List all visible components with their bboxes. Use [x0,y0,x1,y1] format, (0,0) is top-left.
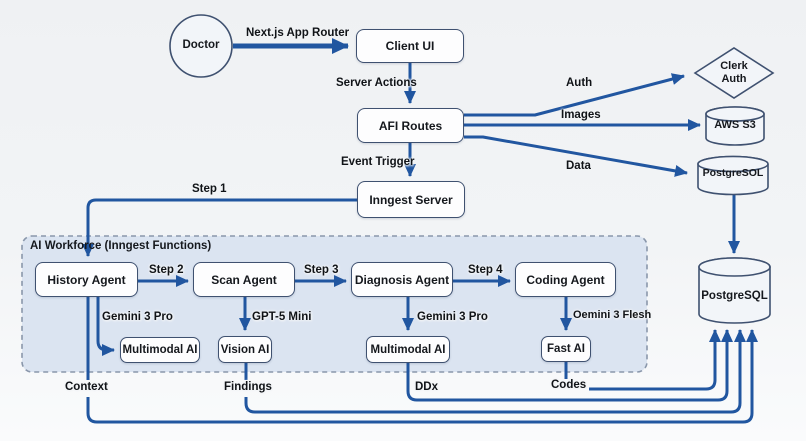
edge-history-to-multimodal-ai-1 [96,297,115,356]
node-diagnosis-agent: Diagnosis Agent [351,262,453,297]
edge-label-data: Data [566,160,591,172]
ai-workforce-title: AI Workforce (Inngest Functions) [30,240,212,252]
node-history-agent: History Agent [35,262,138,297]
edge-label-ddx: DDx [415,381,439,393]
node-multimodal-ai-1: Multimodal AI [120,337,200,363]
edge-context-to-postgres-main [86,329,758,424]
edge-label-step-2: Step 2 [149,264,184,276]
edge-label-nextjs-app-router: Next.js App Router [246,27,350,39]
node-inngest-server: Inngest Server [357,181,465,218]
edge-label-images: Images [561,109,601,121]
edge-label-step-3: Step 3 [304,264,339,276]
node-coding-agent: Coding Agent [515,262,616,297]
node-postgres-small-label: PostgreSOL [702,166,764,179]
edge-label-step-4: Step 4 [468,264,503,276]
node-multimodal-ai-2: Multimodal AI [366,336,450,363]
edge-label-context: Context [65,381,108,393]
postgres-main-cylinder [698,257,771,324]
node-doctor-label: Doctor [182,39,220,52]
node-clerk-auth-label: Clerk Auth [720,60,748,85]
node-client-ui: Client UI [356,29,464,63]
edge-ddx-to-postgres-main [406,329,733,402]
postgres-small-cylinder [697,155,769,196]
edge-label-model-coding: Oemini 3 Flesh [573,309,652,321]
edge-label-codes: Codes [551,379,587,391]
clerk-auth-diamond [693,47,775,99]
node-scan-agent: Scan Agent [193,262,295,297]
node-aws-s3-label: AWS S3 [714,118,756,131]
edge-findings-to-postgres-main [244,329,746,414]
node-vision-ai: Vision AI [218,336,272,363]
node-api-routes: AFI Routes [357,108,464,143]
node-postgres-main-label: PostgreSQL [701,289,768,302]
aws-s3-cylinder [705,106,765,146]
edge-step1-inngest-to-history [82,198,357,257]
edge-label-step-1: Step 1 [192,183,227,195]
edge-label-event-trigger: Event Trigger [341,156,415,168]
edge-label-auth: Auth [566,77,593,89]
edge-label-findings: Findings [224,381,272,393]
edge-label-server-actions: Server Actions [336,77,417,89]
edge-codes-to-postgres-main [589,329,721,391]
node-fast-ai: Fast AI [541,336,591,362]
doctor-circle [169,14,233,78]
edge-label-model-history: Gemini 3 Pro [102,311,173,323]
edge-api-routes-to-clerk-auth [464,73,685,117]
edge-label-model-diagnosis: Gemini 3 Pro [417,311,488,323]
edge-api-routes-to-postgres-small [464,135,688,177]
edge-label-model-scan: GPT-5 Mini [252,311,312,323]
